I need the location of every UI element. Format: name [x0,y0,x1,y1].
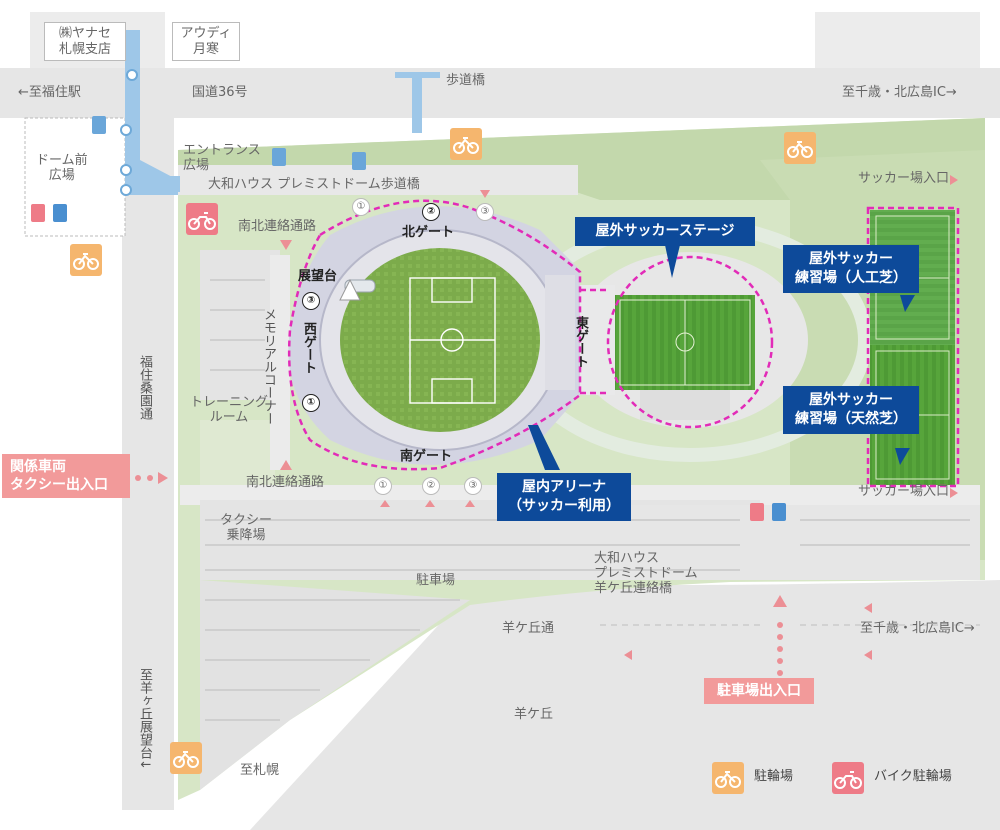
legend-bike-label: 駐輪場 [754,769,794,784]
hitsujigaoka-road [250,580,1000,830]
moto-parking-icon [186,203,218,235]
daiwa-bridge-label: 大和ハウス プレミストドーム歩道橋 [208,177,420,192]
ns-path-bottom-label: 南北連絡通路 [246,475,325,490]
fukuzumi-street-label: 福住桑園通 [137,355,152,420]
east-gate-label: 東ゲート [573,316,588,368]
womens-restroom-icon [750,503,764,521]
mens-restroom-icon [53,204,67,222]
north-gate-1: ① [352,198,370,216]
ns-path-top-label: 南北連絡通路 [238,219,317,234]
west-gate-3: ③ [302,292,320,310]
parking-label: 駐車場 [416,573,456,588]
training-label: トレーニング ルーム [190,395,269,425]
south-gate-1: ① [374,477,392,495]
parking-exit-callout: 駐車場出入口 [704,678,814,705]
bike-parking-icon [784,132,816,164]
legend-bike-icon [712,762,744,794]
to-fukuzumi-label: ←至福住駅 [18,85,81,100]
blue-walkway [125,30,178,195]
dome-plaza-label: ドーム前 広場 [36,153,88,183]
bike-parking-icon [170,742,202,774]
highlight-outlines [287,199,960,488]
yanase-label: ㈱ヤナセ 札幌支店 [44,22,126,62]
soccer-entrance-top-label: サッカー場入口 [858,171,950,186]
to-chitose-top-label: 至千歳・北広島IC→ [842,85,957,100]
indoor-arena-callout: 屋内アリーナ （サッカー利用） [497,473,631,521]
hitsujigaoka-street-label: 羊ケ丘通 [502,621,555,636]
daiwa-hitsujigaoka-label: 大和ハウス プレミストドーム 羊ケ丘連絡橋 [594,551,698,596]
hitsujigaoka-label: 羊ケ丘 [514,707,554,722]
north-gate-label: 北ゲート [402,225,455,240]
fukuzumi-road [122,118,174,810]
audi-label: アウディ 月寒 [172,22,240,62]
observation-label: 展望台 [298,269,338,284]
south-gate-2: ② [422,477,440,495]
vehicle-entrance-callout: 関係車両 タクシー出入口 [2,454,130,499]
entrance-plaza-label: エントランス 広場 [183,143,261,173]
soccer-entrance-bottom-label: サッカー場入口 [858,484,950,499]
to-chitose-bottom-label: 至千歳・北広島IC→ [860,621,975,636]
north-gate-3: ③ [476,203,494,221]
bike-parking-icon [70,244,102,276]
accessible-icon [272,148,286,166]
memorial-label: メモリアルコーナー [261,308,276,425]
practice-natural-callout: 屋外サッカー 練習場（天然芝） [783,386,919,434]
south-gate-label: 南ゲート [400,449,453,464]
south-gate-3: ③ [464,477,482,495]
practice-artificial-callout: 屋外サッカー 練習場（人工芝） [783,245,919,293]
route36-road [0,68,1000,118]
west-gate-label: 西ゲート [301,322,316,374]
legend-moto-icon [832,762,864,794]
legend-moto-label: バイク駐輪場 [874,769,952,784]
to-hitsujigaoka-obs-label: 至羊ヶ丘展望台↓ [137,668,152,770]
womens-restroom-icon [31,204,45,222]
elevator-icon [352,152,366,170]
taxi-label: タクシー 乗降場 [220,513,273,543]
parking-area-bottom [200,580,470,790]
bike-parking-icon [450,128,482,160]
mens-restroom-icon [772,503,786,521]
outdoor-stage-callout: 屋外サッカーステージ [575,217,755,246]
elevator-icon [92,116,106,134]
north-gate-2: ② [422,203,440,221]
west-gate-1: ① [302,394,320,412]
to-sapporo-label: 至札幌 [240,763,280,778]
route36-label: 国道36号 [192,85,248,100]
footbridge-label: 歩道橋 [446,73,486,88]
